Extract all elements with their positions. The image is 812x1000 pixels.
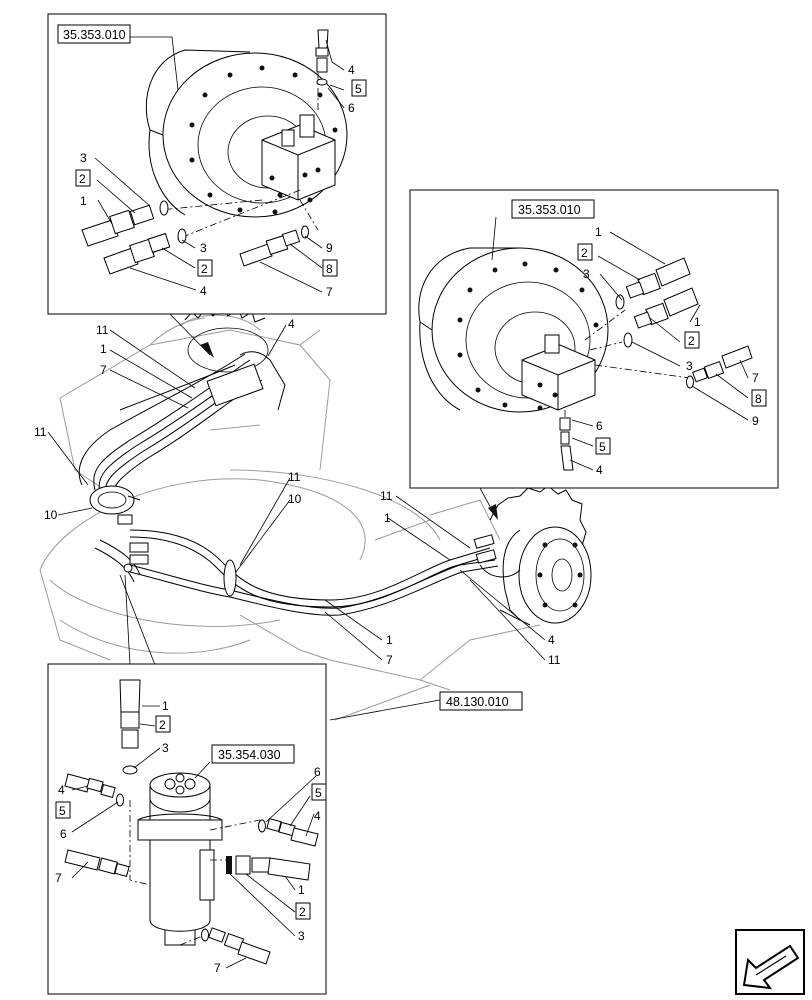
leaders-top-left xyxy=(94,36,345,356)
callout-2: 2 xyxy=(299,905,306,919)
callout-3: 3 xyxy=(162,741,169,755)
callout-3: 3 xyxy=(583,267,590,281)
ref-label-swivel: 35.354.030 xyxy=(218,748,281,762)
callout-1: 1 xyxy=(298,883,305,897)
swivel-joint xyxy=(129,772,261,946)
callout-7: 7 xyxy=(386,653,393,667)
callout-5: 5 xyxy=(355,82,362,96)
travel-motor-main xyxy=(489,485,592,626)
callout-1: 1 xyxy=(100,342,107,356)
callout-1: 1 xyxy=(384,511,391,525)
callout-4: 4 xyxy=(596,463,603,477)
callout-1: 1 xyxy=(80,194,87,208)
callout-6: 6 xyxy=(314,765,321,779)
callout-10: 10 xyxy=(44,508,58,522)
callout-11: 11 xyxy=(96,323,109,337)
callout-3: 3 xyxy=(686,359,693,373)
direction-arrow-icon xyxy=(735,929,805,995)
callout-2: 2 xyxy=(688,334,695,348)
callout-5: 5 xyxy=(59,804,66,818)
callout-11: 11 xyxy=(288,470,301,484)
callout-5: 5 xyxy=(315,786,322,800)
hose-bundle xyxy=(78,351,521,616)
callout-9: 9 xyxy=(752,414,759,428)
leaders-right xyxy=(479,216,749,513)
callout-10: 10 xyxy=(288,492,302,506)
callout-2: 2 xyxy=(581,246,588,260)
ref-label-right: 35.353.010 xyxy=(518,203,581,217)
callout-3: 3 xyxy=(80,151,87,165)
callout-6: 6 xyxy=(60,827,67,841)
callout-4: 4 xyxy=(288,317,295,331)
callout-2: 2 xyxy=(159,718,166,732)
leaders-swivel xyxy=(71,705,317,969)
travel-motor-top-left xyxy=(145,49,348,241)
callout-1: 1 xyxy=(694,315,701,329)
callout-3: 3 xyxy=(298,929,305,943)
callout-1: 1 xyxy=(386,633,393,647)
travel-motor-right xyxy=(418,247,691,430)
callout-4: 4 xyxy=(348,63,355,77)
callout-7: 7 xyxy=(752,371,759,385)
callout-4: 4 xyxy=(548,633,555,647)
callout-1: 1 xyxy=(162,699,169,713)
callout-2: 2 xyxy=(201,262,208,276)
callout-11: 11 xyxy=(548,653,561,667)
leaders-main xyxy=(47,324,546,721)
callout-7: 7 xyxy=(100,363,107,377)
ref-label-top-left: 35.353.010 xyxy=(63,28,126,42)
callout-1: 1 xyxy=(595,225,602,239)
fittings-right xyxy=(559,257,753,471)
callout-9: 9 xyxy=(326,241,333,255)
excavator-undercarriage-outline xyxy=(39,314,541,721)
callout-3: 3 xyxy=(200,241,207,255)
callout-4: 4 xyxy=(58,783,65,797)
callout-4: 4 xyxy=(314,809,321,823)
callout-7: 7 xyxy=(326,285,333,299)
callout-2: 2 xyxy=(79,172,86,186)
callout-6: 6 xyxy=(596,419,603,433)
callout-6: 6 xyxy=(348,101,355,115)
callout-7: 7 xyxy=(214,961,221,975)
ref-label-main: 48.130.010 xyxy=(446,695,509,709)
fittings-top-left xyxy=(81,29,329,275)
fittings-swivel xyxy=(64,679,319,965)
callout-4: 4 xyxy=(200,284,207,298)
callout-11: 11 xyxy=(380,489,393,503)
callout-7: 7 xyxy=(55,871,62,885)
callout-8: 8 xyxy=(326,262,333,276)
callout-8: 8 xyxy=(755,392,762,406)
callout-11: 11 xyxy=(34,425,47,439)
callout-5: 5 xyxy=(599,440,606,454)
